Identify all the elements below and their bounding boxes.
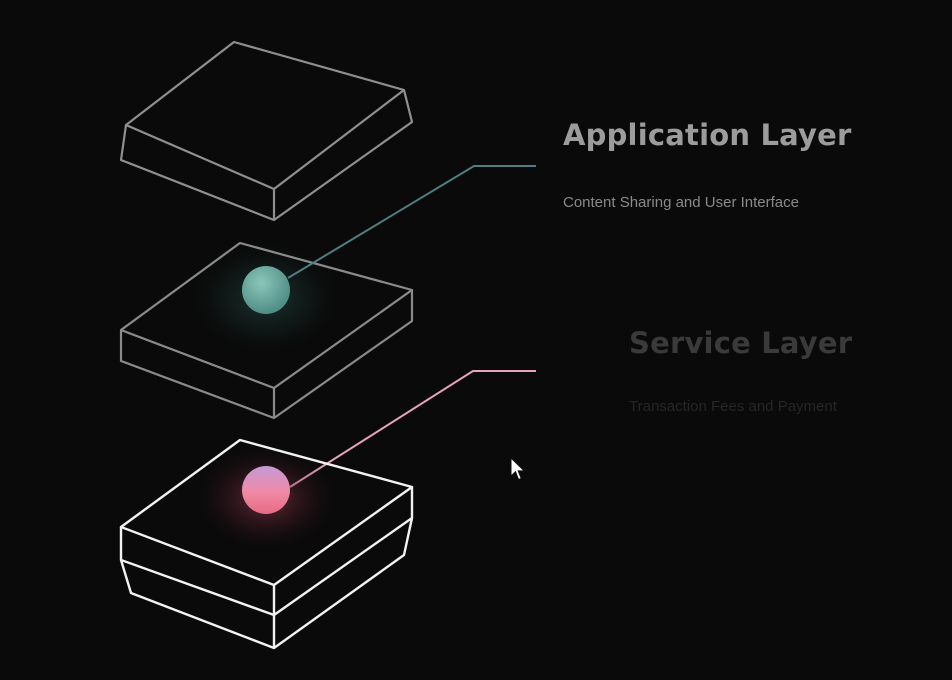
top-block-side-edges	[119, 89, 414, 222]
top-block	[119, 40, 414, 222]
service-layer-title: Service Layer	[629, 326, 853, 360]
service-layer-subtitle: Transaction Fees and Payment	[629, 398, 837, 415]
application-layer-subtitle: Content Sharing and User Interface	[563, 194, 799, 211]
bottom-block	[119, 438, 414, 650]
application-orb	[242, 266, 290, 314]
application-connector-line	[287, 165, 536, 279]
middle-block	[119, 241, 414, 420]
service-connector-line	[289, 370, 536, 488]
top-block-top-face	[124, 40, 406, 191]
mouse-pointer-icon	[510, 457, 526, 481]
service-orb	[242, 466, 290, 514]
application-layer-title: Application Layer	[563, 118, 852, 152]
